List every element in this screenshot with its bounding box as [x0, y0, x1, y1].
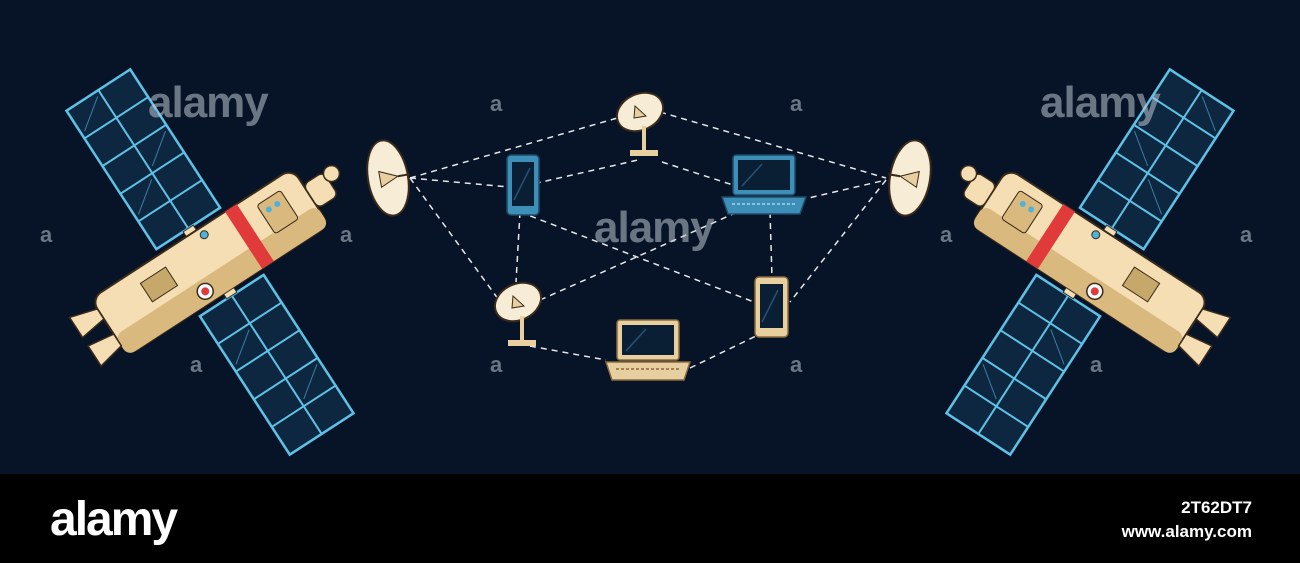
satellite-right-icon — [844, 2, 1300, 474]
image-id: 2T62DT7 — [1181, 498, 1252, 517]
watermark-letter: a — [1240, 222, 1252, 247]
dish-left-icon — [360, 135, 418, 220]
laptop-blue-icon — [720, 154, 808, 215]
site-url: www.alamy.com — [1121, 522, 1252, 541]
satellite-network-illustration — [0, 2, 1300, 474]
dish-right-icon — [880, 135, 938, 220]
watermark-right: alamy — [1040, 78, 1161, 127]
watermark-letter: a — [190, 352, 202, 377]
watermark-letter: a — [790, 352, 802, 377]
watermark-letter: a — [940, 222, 952, 247]
watermark-letter: a — [790, 91, 802, 116]
watermark-letter: a — [490, 91, 502, 116]
watermark-center: alamy — [594, 203, 715, 252]
phone-tan-icon — [754, 276, 789, 338]
ground-antenna-top-icon — [608, 83, 672, 158]
satellite-left-icon — [0, 2, 456, 474]
watermark-left: alamy — [148, 78, 269, 127]
network-links — [409, 111, 887, 369]
ground-antenna-bottom-icon — [486, 273, 550, 348]
watermark-letter: a — [40, 222, 52, 247]
footer-bar: alamy 2T62DT7 www.alamy.com — [0, 474, 1300, 563]
laptop-tan-icon — [604, 319, 692, 381]
watermark-letter: a — [490, 352, 502, 377]
watermark-letter: a — [1090, 352, 1102, 377]
footer-logo: alamy — [50, 493, 178, 546]
phone-blue-icon — [506, 154, 540, 216]
footer-image-info: 2T62DT7 www.alamy.com — [1122, 496, 1252, 544]
illustration-scene: alamy alamy alamy a a a a a a a a a a — [0, 0, 1300, 474]
watermark-letter: a — [340, 222, 352, 247]
